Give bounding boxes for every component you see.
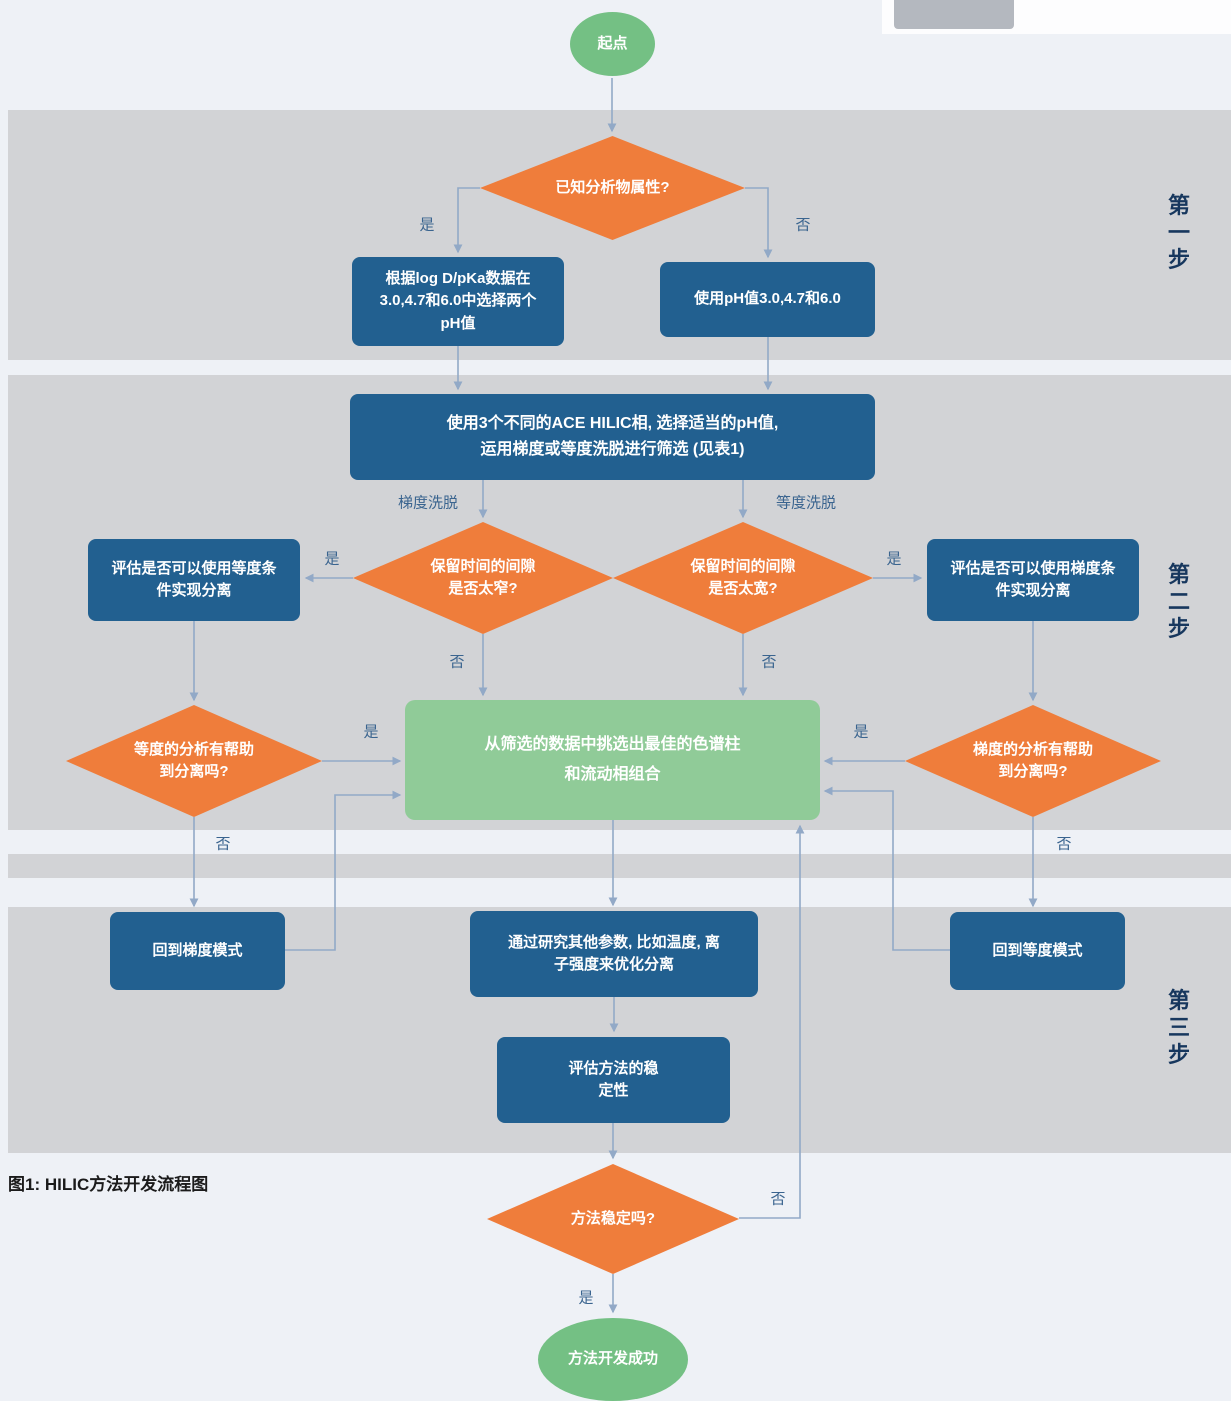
figure-caption: 图1: HILIC方法开发流程图 — [8, 1175, 209, 1194]
process-select-two-ph: 根据log D/pKa数据在 3.0,4.7和6.0中选择两个 pH值 — [352, 257, 564, 346]
top-right-button-artifact — [894, 0, 1014, 29]
success-node: 方法开发成功 — [538, 1318, 688, 1401]
step-3-label: 第三步 — [1165, 988, 1190, 1070]
label-no-grad-help: 否 — [1056, 835, 1072, 853]
label-no-stable: 否 — [770, 1190, 786, 1208]
label-yes-gap-wide: 是 — [886, 550, 902, 568]
start-node: 起点 — [570, 12, 655, 76]
label-no-gap-narrow: 否 — [449, 653, 465, 671]
process-best-combination: 从筛选的数据中挑选出最佳的色谱柱 和流动相组合 — [405, 700, 820, 820]
process-evaluate-isocratic: 评估是否可以使用等度条 件实现分离 — [88, 539, 300, 621]
label-no-known: 否 — [795, 216, 811, 234]
step-1-label: 第一步 — [1165, 193, 1190, 275]
process-evaluate-robustness: 评估方法的稳 定性 — [497, 1037, 730, 1123]
label-isocratic-elution: 等度洗脱 — [775, 494, 837, 512]
process-screening: 使用3个不同的ACE HILIC相, 选择适当的pH值, 运用梯度或等度洗脱进行… — [350, 394, 875, 480]
label-yes-iso-help: 是 — [363, 723, 379, 741]
process-evaluate-gradient: 评估是否可以使用梯度条 件实现分离 — [927, 539, 1139, 621]
step-2-label: 第二步 — [1165, 562, 1190, 644]
label-yes-known: 是 — [419, 216, 435, 234]
step-2-band-strip — [8, 854, 1231, 878]
label-no-iso-help: 否 — [215, 835, 231, 853]
label-gradient-elution: 梯度洗脱 — [397, 494, 459, 512]
label-yes-stable: 是 — [578, 1289, 594, 1307]
label-yes-grad-help: 是 — [853, 723, 869, 741]
label-no-gap-wide: 否 — [761, 653, 777, 671]
process-use-ph: 使用pH值3.0,4.7和6.0 — [660, 262, 875, 337]
process-back-to-isocratic: 回到等度模式 — [950, 912, 1125, 990]
process-optimize-parameters: 通过研究其他参数, 比如温度, 离 子强度来优化分离 — [470, 911, 758, 997]
process-back-to-gradient: 回到梯度模式 — [110, 912, 285, 990]
decision-method-stable: 方法稳定吗? — [487, 1164, 739, 1274]
label-yes-gap-narrow: 是 — [324, 550, 340, 568]
